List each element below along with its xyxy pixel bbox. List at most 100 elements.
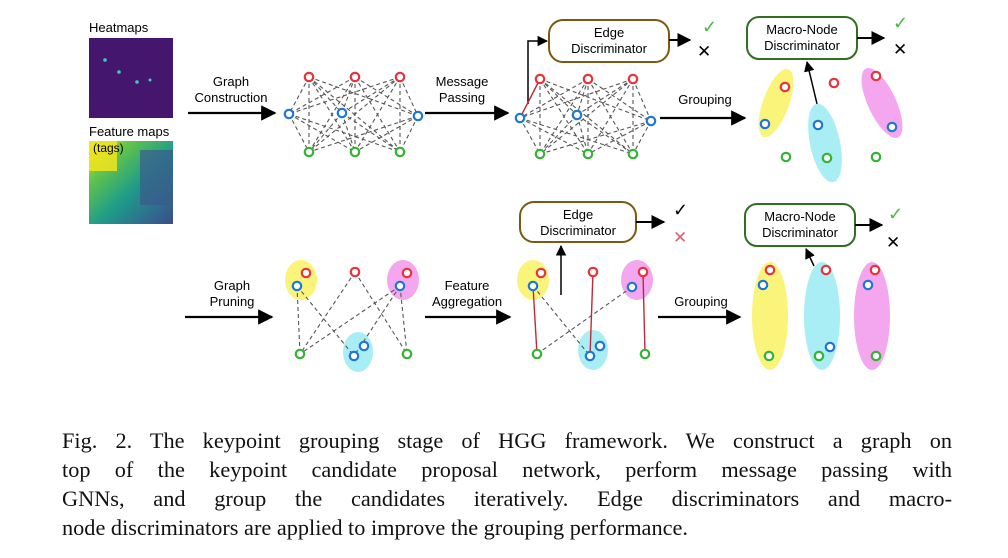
red-keypoint-node bbox=[349, 71, 361, 83]
candidate-edge bbox=[288, 113, 310, 153]
candidate-edge bbox=[587, 78, 652, 122]
green-keypoint-node bbox=[582, 148, 594, 160]
blue-keypoint-node bbox=[645, 115, 657, 127]
feature-aggregation-label-2: Aggregation bbox=[432, 294, 502, 309]
red-keypoint-node bbox=[394, 71, 406, 83]
group-blob bbox=[578, 330, 608, 370]
tags-label: (tags) bbox=[93, 141, 124, 155]
candidate-edge bbox=[576, 78, 634, 116]
group-blob bbox=[387, 260, 419, 300]
red-keypoint-node bbox=[303, 71, 315, 83]
selected-edge bbox=[589, 271, 594, 357]
candidate-edge bbox=[308, 76, 419, 117]
heatmaps-label: Heatmaps bbox=[89, 20, 149, 35]
candidate-edge bbox=[519, 117, 589, 155]
candidate-edge bbox=[399, 285, 408, 355]
candidate-edge bbox=[354, 76, 419, 117]
red-keypoint-node bbox=[828, 77, 840, 89]
red-keypoint-node bbox=[582, 73, 594, 85]
candidate-edge bbox=[399, 76, 419, 117]
blue-keypoint-node bbox=[514, 112, 526, 124]
candidate-edge bbox=[308, 76, 343, 114]
check-bottom-macro: ✓ bbox=[888, 204, 903, 224]
blue-keypoint-node bbox=[336, 107, 348, 119]
grouping-top-label: Grouping bbox=[678, 92, 731, 107]
heatmap-peak bbox=[103, 58, 107, 62]
blue-keypoint-node bbox=[886, 121, 898, 133]
candidate-edge bbox=[519, 78, 589, 119]
red-keypoint-node bbox=[764, 264, 776, 276]
heatmap-peak bbox=[117, 70, 121, 74]
group-blob bbox=[861, 68, 903, 138]
edge-discriminator-top-label-1: Edge bbox=[594, 25, 624, 40]
candidate-edge bbox=[296, 285, 355, 357]
heatmap-peak bbox=[135, 80, 139, 84]
blue-keypoint-node bbox=[358, 340, 370, 352]
check-top-edge: ✓ bbox=[702, 17, 717, 37]
check-top-macro: ✓ bbox=[893, 13, 908, 33]
feature-map-panel: Feature maps (tags) bbox=[89, 124, 173, 224]
blue-keypoint-node bbox=[527, 280, 539, 292]
candidate-edge bbox=[519, 117, 634, 155]
candidate-edge bbox=[341, 76, 401, 114]
candidate-edge bbox=[308, 76, 356, 153]
red-keypoint-node bbox=[587, 266, 599, 278]
group-blob bbox=[758, 68, 794, 138]
candidate-edge bbox=[354, 76, 401, 153]
candidate-edge bbox=[632, 78, 652, 122]
group-blob bbox=[285, 260, 317, 300]
caption-line: top of the keypoint candidate proposal n… bbox=[62, 457, 952, 482]
edge-discriminator-bottom-label-2: Discriminator bbox=[540, 223, 617, 238]
red-keypoint-node bbox=[627, 73, 639, 85]
red-keypoint-node bbox=[870, 70, 882, 82]
candidate-edge bbox=[532, 285, 591, 357]
red-keypoint-node bbox=[349, 266, 361, 278]
group-blob bbox=[854, 262, 890, 370]
candidate-edge bbox=[341, 112, 401, 153]
red-keypoint-node bbox=[869, 264, 881, 276]
feature-aggregation-label-1: Feature bbox=[445, 278, 490, 293]
group-blob bbox=[343, 332, 373, 372]
green-keypoint-node bbox=[294, 348, 306, 360]
macro-feed-arrow-bottom bbox=[805, 248, 815, 267]
candidate-edge bbox=[519, 78, 634, 119]
edge-discriminator-bottom-label-1: Edge bbox=[563, 207, 593, 222]
red-keypoint-node bbox=[401, 267, 413, 279]
figure-caption: Fig. 2. The keypoint grouping stage of H… bbox=[62, 426, 952, 542]
blue-keypoint-node bbox=[812, 119, 824, 131]
group-blob bbox=[621, 260, 653, 300]
cross-bottom-macro: ✕ bbox=[886, 233, 900, 252]
candidate-edge bbox=[288, 113, 356, 153]
cross-bottom-edge: ✕ bbox=[673, 228, 687, 247]
blue-keypoint-node bbox=[757, 279, 769, 291]
red-keypoint-node bbox=[300, 267, 312, 279]
macro-discriminator-bottom-label-1: Macro-Node bbox=[764, 209, 836, 224]
blue-keypoint-node bbox=[412, 110, 424, 122]
message-passing-label-2: Passing bbox=[439, 90, 485, 105]
feature-maps-label: Feature maps bbox=[89, 124, 170, 139]
candidate-edge bbox=[341, 76, 356, 114]
red-keypoint-node bbox=[779, 81, 791, 93]
macro-discriminator-top-label-2: Discriminator bbox=[764, 38, 841, 53]
red-keypoint-node bbox=[637, 266, 649, 278]
message-passing-label-1: Message bbox=[436, 74, 489, 89]
green-keypoint-node bbox=[394, 146, 406, 158]
grouping-bottom-label: Grouping bbox=[674, 294, 727, 309]
graph-construction-label-2: Construction bbox=[195, 90, 268, 105]
cross-top-edge: ✕ bbox=[697, 42, 711, 61]
hgg-grouping-diagram: Heatmaps Feature maps (tags) Graph Const… bbox=[89, 13, 908, 372]
candidate-edge bbox=[354, 271, 408, 355]
selected-edge bbox=[519, 78, 541, 119]
candidate-edge bbox=[576, 78, 589, 116]
green-keypoint-node bbox=[531, 348, 543, 360]
green-keypoint-node bbox=[870, 350, 882, 362]
candidate-edge bbox=[576, 114, 589, 155]
graph-pruning-label-1: Graph bbox=[214, 278, 250, 293]
candidate-edge bbox=[539, 120, 652, 155]
candidate-edge bbox=[539, 78, 589, 155]
heatmap-image bbox=[89, 38, 173, 118]
green-keypoint-node bbox=[534, 148, 546, 160]
green-keypoint-node bbox=[303, 146, 315, 158]
macro-feed-arrow-top bbox=[804, 60, 819, 109]
heatmap-panel: Heatmaps bbox=[89, 20, 173, 118]
